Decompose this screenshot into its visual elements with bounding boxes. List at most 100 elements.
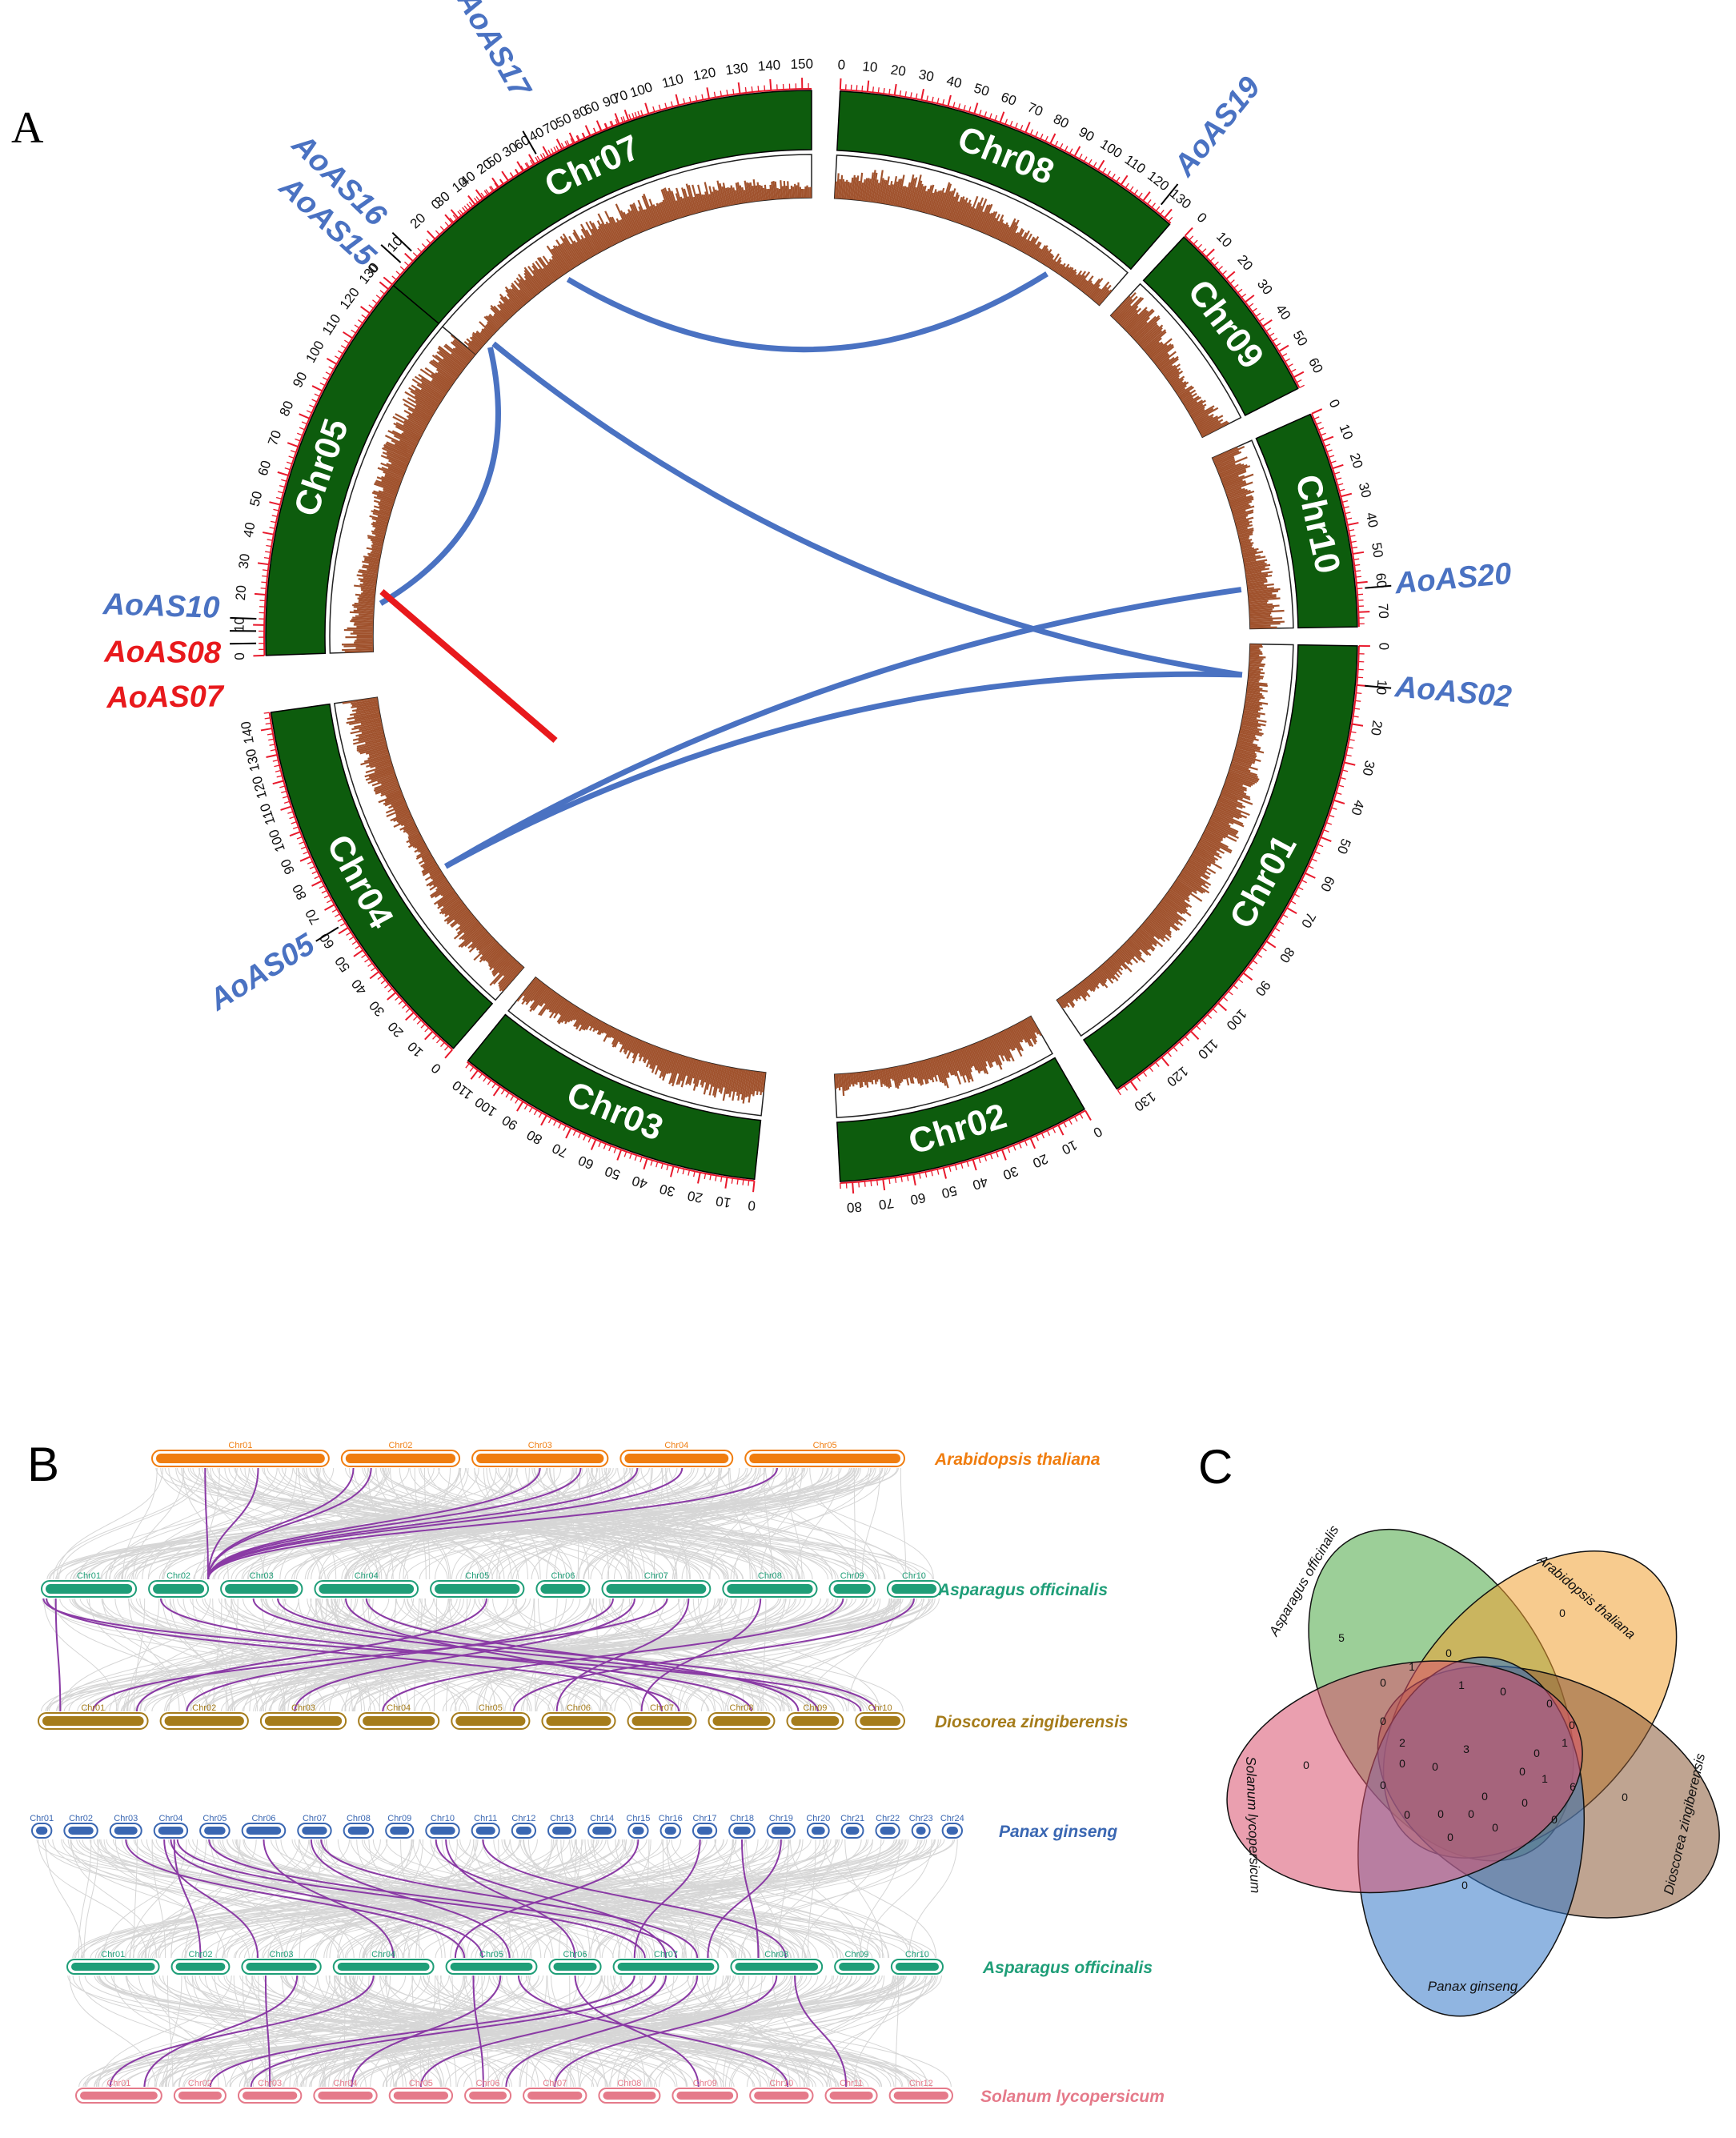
density-bar <box>886 1068 892 1088</box>
density-bar <box>1204 830 1224 841</box>
density-bar <box>1249 597 1281 602</box>
tick-label: 70 <box>878 1195 895 1212</box>
density-bar <box>772 181 776 199</box>
density-bar <box>1117 297 1145 324</box>
density-bar <box>638 1041 645 1054</box>
density-bar <box>701 1062 709 1088</box>
density-bar <box>1228 490 1255 501</box>
density-bar <box>603 1025 610 1033</box>
tick-label: 10 <box>231 617 247 632</box>
tick-mark <box>351 941 358 945</box>
chromosome-label: Chr04 <box>371 1950 395 1959</box>
chromosome-band <box>1082 644 1358 1090</box>
chromosome-label: Chr24 <box>940 1814 964 1823</box>
tick-mark <box>578 1132 582 1138</box>
tick-mark <box>444 1049 454 1059</box>
tick-mark <box>271 515 278 518</box>
density-bar <box>1249 604 1280 609</box>
density-bar <box>1012 1025 1024 1043</box>
chromosome-label: Chr02 <box>388 1441 412 1450</box>
chromosome-bar <box>527 2092 583 2100</box>
chromosome-bar <box>712 1716 771 1726</box>
tick-mark <box>954 1164 957 1170</box>
tick-mark <box>570 138 574 144</box>
chromosome-label: Chr21 <box>840 1814 864 1823</box>
density-bar <box>1240 540 1251 545</box>
density-bar <box>946 196 956 220</box>
density-bar <box>1020 239 1028 251</box>
background-link <box>159 1975 766 2088</box>
density-bar <box>575 1011 586 1028</box>
tick-mark <box>1352 723 1364 727</box>
density-bar <box>968 1045 981 1074</box>
density-bar <box>386 791 402 799</box>
chromosome-label: Chr11 <box>840 2079 863 2088</box>
density-bar <box>1128 938 1141 951</box>
background-link <box>571 1839 773 1959</box>
tick-mark <box>299 841 305 844</box>
density-bar <box>742 1070 749 1104</box>
density-bar <box>920 1061 928 1085</box>
density-bar <box>759 184 763 201</box>
tick-baseline <box>840 1109 1086 1185</box>
tick-mark <box>299 413 310 419</box>
density-bar <box>797 182 800 199</box>
density-bar <box>878 178 884 203</box>
density-bar <box>1239 731 1256 737</box>
tick-mark <box>1338 784 1345 788</box>
density-bar <box>1246 691 1263 696</box>
density-bar <box>631 1040 642 1059</box>
density-bar <box>548 995 562 1013</box>
density-bar <box>619 219 629 239</box>
density-bar <box>1127 308 1154 334</box>
density-bar <box>422 865 439 876</box>
tick-label: 90 <box>1076 124 1097 145</box>
tick-mark <box>369 971 379 980</box>
tick-mark <box>303 851 309 855</box>
density-bar <box>1047 259 1054 268</box>
density-bar <box>996 1033 1011 1062</box>
density-bar <box>1119 305 1139 326</box>
tick-mark <box>1024 1140 1028 1146</box>
density-bar <box>603 1026 612 1042</box>
density-bar <box>437 371 454 384</box>
density-bar <box>1173 381 1184 389</box>
tick-mark <box>261 581 267 584</box>
density-bar <box>480 330 491 339</box>
density-bar <box>629 204 643 233</box>
density-bar <box>990 220 1000 237</box>
density-bar <box>1213 810 1244 825</box>
background-link <box>89 1598 187 1712</box>
tick-mark <box>1275 343 1281 347</box>
tick-label: 70 <box>303 906 323 927</box>
density-bar <box>1249 616 1273 619</box>
density-bar <box>1201 420 1229 436</box>
tick-mark <box>1046 1130 1051 1136</box>
tick-label: 80 <box>524 1127 545 1148</box>
tick-mark <box>1325 443 1331 447</box>
syntenic-link <box>472 1975 484 2088</box>
density-bar <box>1222 787 1251 799</box>
density-bar <box>1215 458 1235 467</box>
background-link <box>71 1598 792 1712</box>
density-bar <box>792 187 795 199</box>
tick-mark <box>1355 570 1361 572</box>
tick-mark <box>1193 239 1198 245</box>
tick-mark <box>658 104 661 110</box>
density-bar <box>612 1029 619 1039</box>
density-bar <box>1247 583 1274 588</box>
tick-mark <box>427 230 436 240</box>
density-bar <box>471 333 485 346</box>
tick-baseline <box>1184 235 1301 388</box>
density-bar <box>453 339 475 358</box>
density-bar <box>934 1057 944 1084</box>
density-bar <box>390 811 411 822</box>
density-bar <box>1177 876 1204 894</box>
tick-mark <box>515 169 519 174</box>
density-bar <box>1229 496 1254 506</box>
density-bar <box>904 1064 910 1078</box>
background-link <box>231 1598 470 1712</box>
density-bar <box>667 191 678 219</box>
density-bar <box>485 945 502 962</box>
